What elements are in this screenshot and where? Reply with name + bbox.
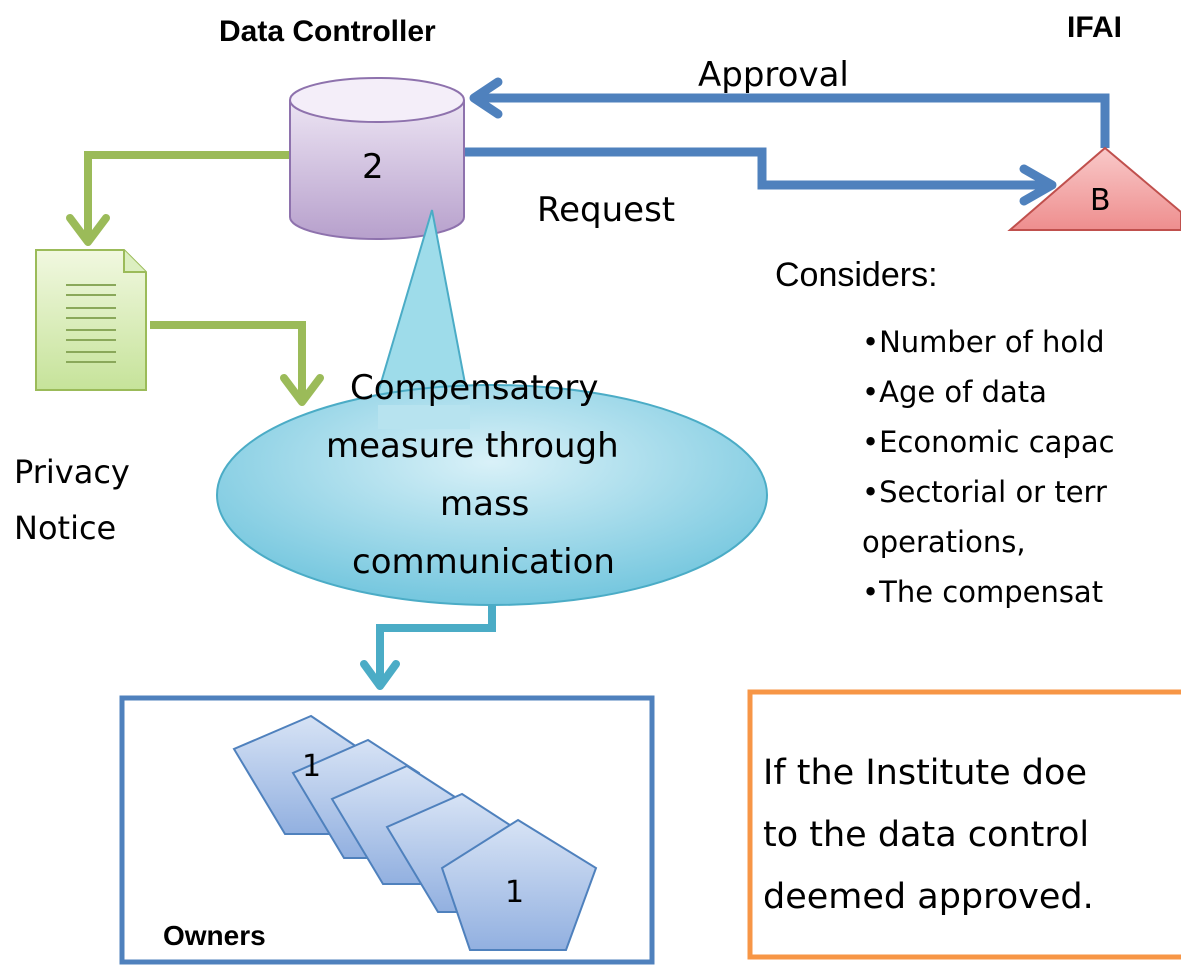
owner-pentagon	[440, 818, 598, 951]
owner-pentagon-label-back: 1	[302, 749, 322, 784]
owner-pentagon-label-front: 1	[505, 875, 525, 910]
controller-title: Data Controller	[219, 15, 436, 48]
note-box	[747, 689, 1181, 960]
privacy-notice-document-icon	[35, 249, 147, 391]
considers-item-3: •Economic capac	[862, 425, 1115, 459]
note-line1: If the Institute doe	[763, 753, 1087, 793]
approval-arrowhead	[469, 77, 503, 119]
notice-arrowhead	[66, 214, 110, 246]
considers-title: Considers:	[775, 256, 938, 294]
considers-item-2: •Age of data	[862, 375, 1047, 409]
approval-label: Approval	[698, 55, 849, 95]
notice-to-callout-arrowhead	[280, 374, 324, 406]
privacy-notice-line2: Notice	[14, 509, 117, 547]
callout-line4: communication	[352, 542, 615, 582]
callout-to-owners-arrowhead	[360, 660, 400, 690]
controller-node-label: 2	[362, 147, 384, 187]
owners-label: Owners	[163, 920, 266, 951]
compensatory-callout	[216, 209, 768, 606]
notice-arrow	[84, 151, 290, 240]
considers-item-5: operations,	[862, 525, 1026, 559]
owners-box	[119, 695, 655, 965]
callout-line3: mass	[440, 484, 530, 524]
considers-item-1: •Number of hold	[862, 325, 1105, 359]
authority-node-label: B	[1090, 183, 1111, 218]
note-line2: to the data control	[763, 815, 1090, 855]
callout-line2: measure through	[326, 426, 619, 466]
considers-item-4: •Sectorial or terr	[862, 475, 1107, 509]
request-label: Request	[537, 190, 676, 230]
request-arrowhead	[1019, 164, 1057, 206]
request-arrow	[462, 147, 1048, 190]
note-line3: deemed approved.	[763, 877, 1094, 917]
approval-arrow	[478, 93, 1110, 148]
considers-item-6: •The compensat	[862, 575, 1104, 609]
authority-title: IFAI	[1067, 11, 1123, 44]
callout-to-owners-arrow	[376, 604, 496, 683]
owners-pentagons	[232, 714, 598, 951]
callout-line1: Compensatory	[350, 368, 599, 408]
controller-database-icon	[289, 77, 465, 240]
notice-to-callout-arrow	[150, 321, 306, 400]
privacy-notice-line1: Privacy	[14, 453, 130, 491]
authority-triangle-icon	[1007, 146, 1181, 231]
